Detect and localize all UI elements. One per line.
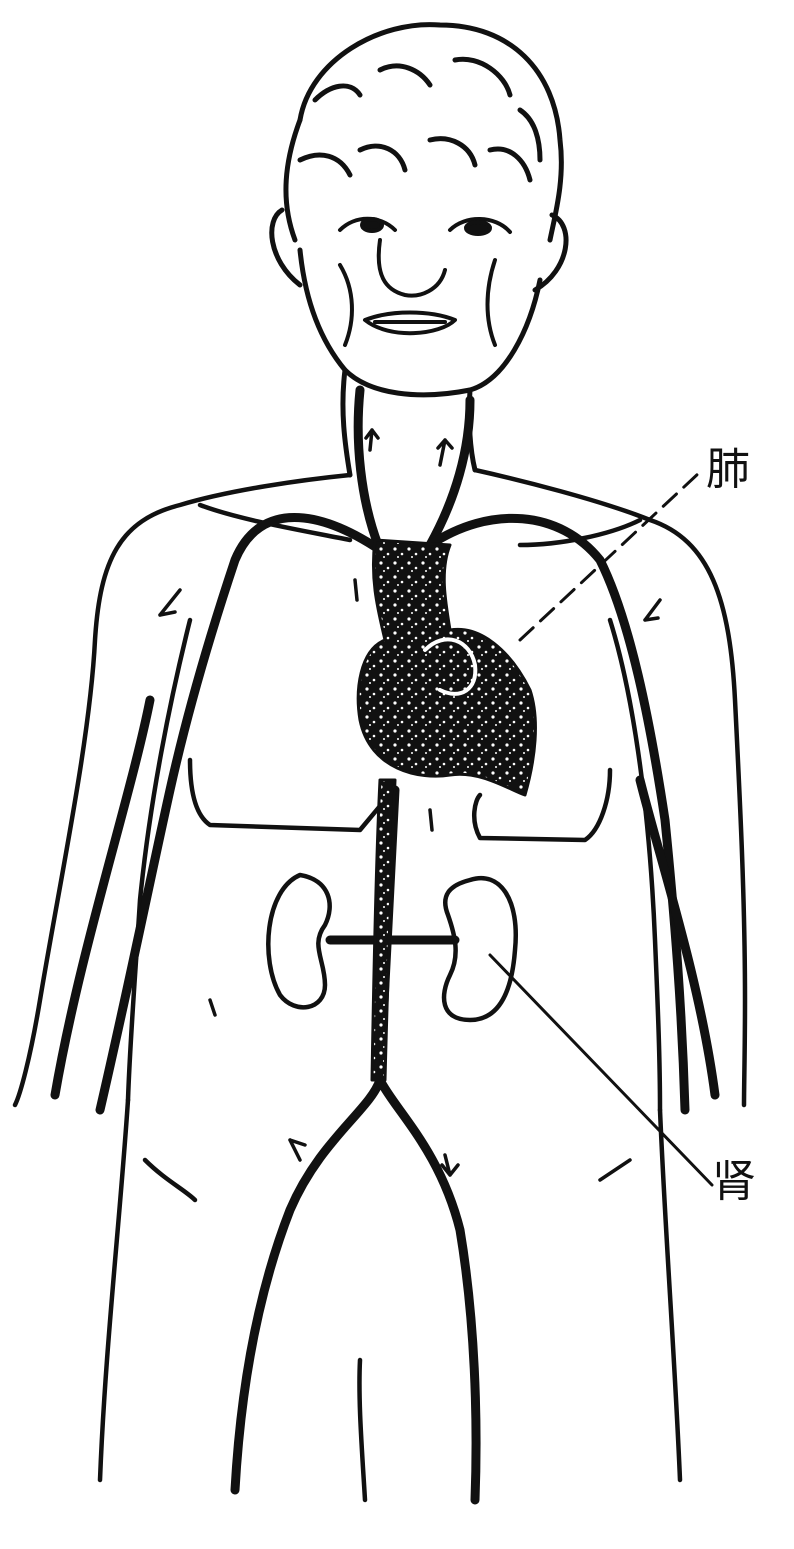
head-outline: [272, 25, 566, 395]
lung-leader-line: [520, 472, 700, 640]
face-details: [340, 219, 510, 345]
leader-lines: [490, 472, 712, 1185]
heart: [358, 540, 535, 1080]
lung-label: 肺: [706, 448, 750, 492]
kidney-label: 肾: [712, 1160, 756, 1204]
left-kidney: [268, 875, 329, 1007]
right-kidney: [444, 878, 516, 1020]
